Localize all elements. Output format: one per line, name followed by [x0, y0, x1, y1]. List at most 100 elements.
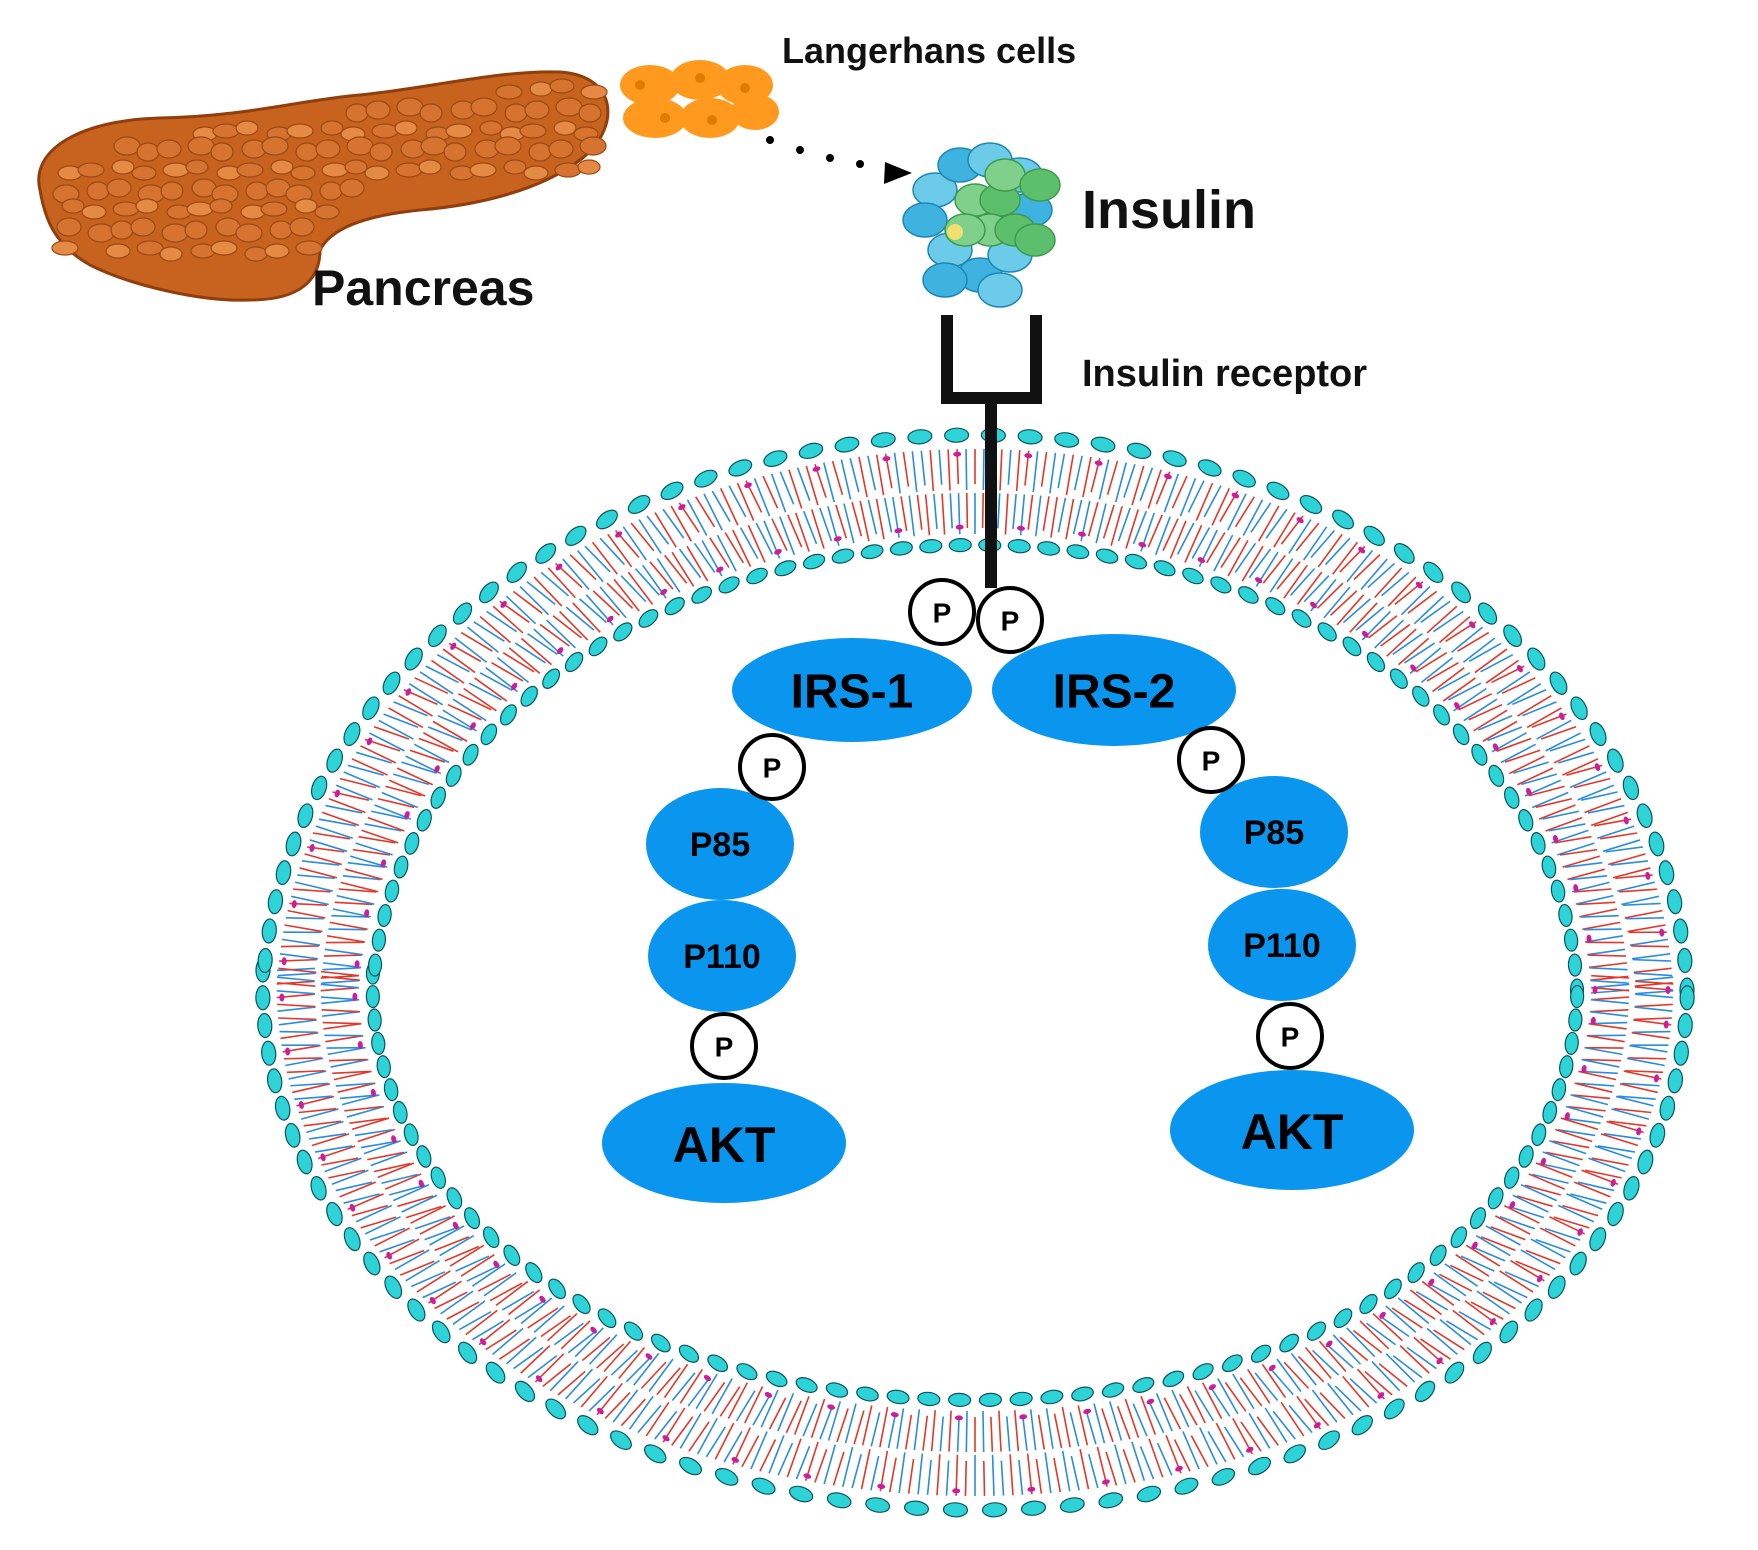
lipid-tail [1549, 738, 1586, 752]
lipid-tail [320, 970, 360, 977]
lipid-head [343, 1227, 361, 1252]
lipid-junction [1017, 525, 1025, 531]
lipid-tail [913, 1409, 921, 1451]
irs-2-label: IRS-2 [1053, 666, 1176, 719]
lipid-tail [870, 1455, 880, 1491]
lipid-tail [1021, 1415, 1028, 1451]
lipid-tail [1272, 1410, 1296, 1440]
lipid-tail [948, 1410, 952, 1452]
lipid-tail [369, 732, 405, 752]
lipid-junction [1362, 630, 1369, 638]
lipid-head [1444, 1361, 1465, 1384]
lipid-head [499, 704, 517, 726]
lipid-tail [1605, 846, 1643, 853]
lipid-junction [953, 451, 962, 457]
irs-2-node [992, 634, 1236, 746]
pancreas-lobule [264, 243, 290, 259]
lipid-tail [432, 720, 468, 742]
lipid-tail [364, 1216, 401, 1235]
lipid-tail [1316, 582, 1344, 609]
lipid-head [545, 1398, 567, 1420]
lipid-tail [505, 1336, 537, 1365]
lipid-tail [693, 542, 716, 573]
lipid-head [1132, 1377, 1155, 1393]
lipid-tail [786, 1438, 802, 1478]
lipid-head [1541, 855, 1557, 879]
lipid-tail [466, 626, 499, 653]
lipid-head [736, 1363, 758, 1381]
lipid-head [403, 1123, 419, 1147]
lipid-head [1429, 1244, 1447, 1267]
lipid-head [1162, 1370, 1185, 1388]
lipid-head [542, 668, 561, 689]
lipid-tail [956, 1416, 960, 1452]
lipid-tail [1220, 537, 1241, 568]
lipid-tail [514, 642, 547, 664]
lipid-tail [572, 602, 601, 633]
lipid-tail [1004, 493, 1009, 535]
lipid-head [535, 543, 557, 564]
lipid-tail [329, 921, 368, 931]
lipid-tail [633, 1352, 660, 1386]
lipid-junction [366, 737, 373, 746]
pancreas-lobule [77, 162, 105, 178]
lipid-junction [890, 1412, 899, 1418]
lipid-head [1017, 429, 1043, 445]
lipid-junction [1428, 1278, 1435, 1286]
lipid-head [416, 808, 432, 832]
lipid-tail [321, 1010, 361, 1018]
lipid-tail [378, 719, 414, 740]
lipid-head [981, 1502, 1008, 1518]
lipid-tail [599, 586, 627, 619]
lipid-junction [279, 993, 285, 1002]
lipid-tail [591, 541, 618, 575]
lipid-head [627, 494, 651, 515]
phosphate-groups: P P P P P P [690, 578, 1324, 1080]
lipid-tail [853, 1410, 865, 1445]
lipid-junction [1078, 531, 1086, 537]
lipid-tail [1065, 498, 1075, 540]
lipid-tail [473, 621, 505, 642]
lipid-tail [620, 1398, 646, 1427]
lipid-tail [771, 518, 788, 551]
pancreas-lobule [135, 198, 159, 214]
lipid-tail [1407, 590, 1438, 614]
pancreas-lobule [111, 159, 135, 175]
lipid-tail [311, 1133, 350, 1147]
lipid-head [907, 429, 933, 445]
lipid-tail [762, 475, 779, 509]
lipid-tail [1532, 1173, 1569, 1185]
lipid-head [564, 651, 584, 673]
lipid-tail [1227, 493, 1247, 531]
lipid-head [416, 1145, 432, 1168]
lipid-junction [1492, 743, 1499, 751]
lipid-tail [849, 458, 860, 493]
lipid-junction [731, 1457, 740, 1463]
lipid-head [1649, 1122, 1666, 1148]
lipid-head [650, 1333, 671, 1353]
lipid-junction [1083, 1408, 1092, 1415]
lipid-tail [383, 713, 419, 728]
lipid-head [1090, 436, 1116, 453]
lipid-tail [1035, 1458, 1043, 1494]
lipid-junction [894, 528, 903, 534]
lipid-tail [1290, 568, 1316, 596]
lipid-tail [671, 1416, 694, 1446]
lipid-tail [513, 1346, 544, 1370]
lipid-tail [1327, 1382, 1354, 1416]
lipid-tail [1499, 1216, 1536, 1230]
lipid-junction [1164, 473, 1172, 480]
lipid-head [1570, 984, 1585, 1009]
lipid-junction [1653, 1074, 1660, 1083]
lipid-tail [654, 512, 677, 548]
lipid-tail [924, 494, 931, 536]
lipid-tail [309, 839, 348, 853]
lipid-tail [1269, 1367, 1294, 1396]
lipid-tail [875, 454, 885, 496]
lipid-tail [933, 493, 938, 529]
lipid-tail [844, 1403, 857, 1444]
lipid-head [1040, 1389, 1064, 1405]
lipid-tail [455, 1255, 490, 1272]
lipid-tail [339, 777, 377, 789]
lipid-head [1527, 647, 1546, 671]
